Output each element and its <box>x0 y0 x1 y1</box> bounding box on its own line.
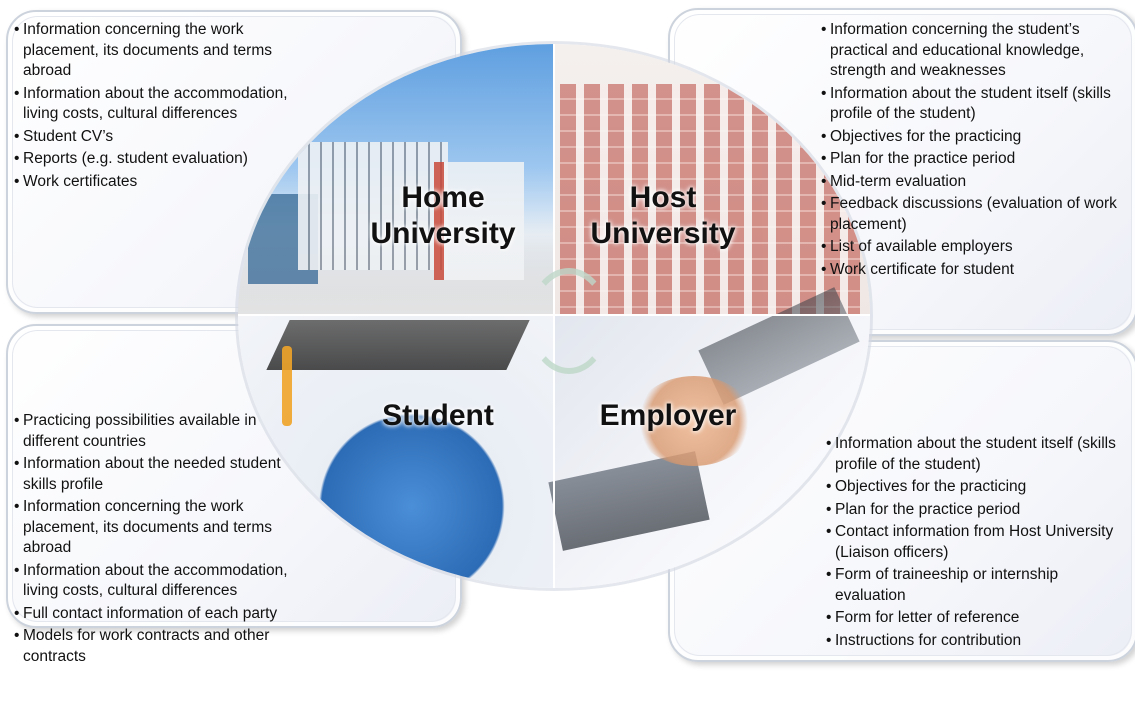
host-label-text: Host University <box>590 181 736 250</box>
student-list: Practicing possibilities available in di… <box>14 411 304 669</box>
list-item: Reports (e.g. student evaluation) <box>14 149 314 170</box>
list-item: Information about the needed student ski… <box>14 454 304 495</box>
list-item: Plan for the practice period <box>821 149 1121 170</box>
home-university-photo <box>238 44 554 316</box>
building-facade-image <box>560 84 860 314</box>
list-item: Work certificate for student <box>821 260 1121 281</box>
list-item: Student CV’s <box>14 127 314 148</box>
center-circle <box>238 44 870 588</box>
handshake-icon <box>634 376 754 466</box>
list-item: Information about the accommodation, liv… <box>14 561 304 602</box>
list-item: Contact information from Host University… <box>826 522 1116 563</box>
building-image <box>298 142 448 270</box>
list-item: Information concerning the work placemen… <box>14 20 314 82</box>
list-item: Instructions for contribution <box>826 631 1116 652</box>
list-item: Practicing possibilities available in di… <box>14 411 304 452</box>
list-item: Feedback discussions (evaluation of work… <box>821 194 1121 235</box>
list-item: Plan for the practice period <box>826 500 1116 521</box>
building-image <box>434 162 524 280</box>
home-university-list: Information concerning the work placemen… <box>14 20 314 194</box>
list-item: Models for work contracts and other cont… <box>14 626 304 667</box>
list-item: Mid-term evaluation <box>821 172 1121 193</box>
list-item: Information concerning the student’s pra… <box>821 20 1121 82</box>
list-item: Full contact information of each party <box>14 604 304 625</box>
list-item: Objectives for the practicing <box>826 477 1116 498</box>
cycle-arrows-icon <box>528 268 610 374</box>
employer-photo <box>548 287 870 588</box>
home-university-label: Home University <box>348 180 538 252</box>
list-item: Form for letter of reference <box>826 608 1116 629</box>
list-item: Objectives for the practicing <box>821 127 1121 148</box>
graduation-cap-icon <box>266 320 530 370</box>
list-item: Form of traineeship or internship evalua… <box>826 565 1116 606</box>
list-item: Information about the student itself (sk… <box>821 84 1121 125</box>
host-university-label: Host University <box>578 180 748 252</box>
list-item: Work certificates <box>14 172 314 193</box>
employer-list: Information about the student itself (sk… <box>826 434 1116 653</box>
list-item: Information about the student itself (sk… <box>826 434 1116 475</box>
employer-label: Employer <box>599 399 737 432</box>
student-label: Student <box>382 399 494 432</box>
tassel-icon <box>282 346 292 426</box>
home-label-text: Home University <box>370 181 516 250</box>
list-item: Information concerning the work placemen… <box>14 497 304 559</box>
host-university-list: Information concerning the student’s pra… <box>821 20 1121 282</box>
list-item: List of available employers <box>821 237 1121 258</box>
sleeve-image <box>548 451 710 551</box>
host-university-photo <box>554 44 870 316</box>
list-item: Information about the accommodation, liv… <box>14 84 314 125</box>
